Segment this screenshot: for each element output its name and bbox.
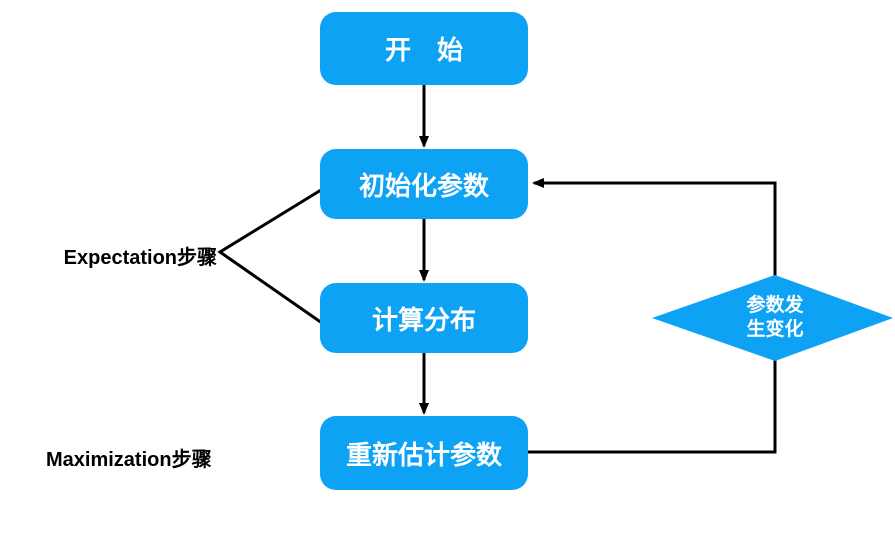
decision-diamond (652, 275, 893, 361)
node-start: 开 始 (320, 12, 528, 85)
node-compute-distribution: 计算分布 (320, 283, 528, 353)
node-start-label: 开 始 (384, 35, 463, 65)
node-initialize-parameters-label: 初始化参数 (358, 170, 489, 201)
decision-label-line1: 参数发 (746, 295, 804, 316)
maximization-step-label: Maximization步骤 (46, 449, 212, 471)
node-compute-distribution-label: 计算分布 (371, 304, 476, 335)
decision-label-line2: 生变化 (746, 319, 804, 340)
expectation-step-label: Expectation步骤 (63, 247, 217, 269)
decision-diamond-label: 参数发 生变化 (695, 294, 855, 342)
node-reestimate-parameters: 重新估计参数 (320, 416, 528, 490)
node-initialize-parameters: 初始化参数 (320, 149, 528, 219)
node-reestimate-parameters-label: 重新估计参数 (345, 439, 502, 470)
expectation-bracket (217, 188, 323, 325)
